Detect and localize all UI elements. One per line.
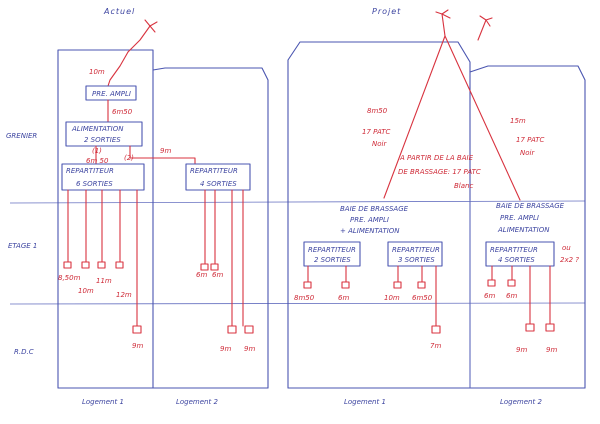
dropB-label-b: 6m50 [412, 294, 433, 302]
splitterC-line1: REPARTITEUR [490, 246, 538, 254]
left-cable-color: Noir [372, 140, 387, 148]
dropA-label-a: 8m50 [294, 294, 315, 302]
splitter1-label-line1: REPARTITEUR [66, 167, 114, 175]
left-cable-len: 8m50 [367, 107, 388, 115]
antenna-icon-project-right [477, 15, 493, 41]
splitterC-box [485, 241, 555, 267]
feed-mark-1: (1) [92, 147, 102, 155]
floor-line-2 [9, 302, 586, 305]
heading-actual: Actuel [103, 7, 135, 16]
ground1-label: 9m [132, 342, 143, 350]
splitterB-line1: REPARTITEUR [392, 246, 440, 254]
antenna-icon-project-left [435, 9, 451, 37]
center-note-line1: A PARTIR DE LA BAIE [399, 154, 474, 162]
question-line2: 2x2 ? [560, 256, 579, 264]
actual-building [57, 49, 269, 389]
cable-antenna [107, 51, 129, 87]
dropC-label-b: 6m [506, 292, 517, 300]
housing-actual-2: Logement 2 [176, 398, 218, 406]
center-note-line2: DE BRASSAGE: 17 PATC [398, 168, 481, 176]
project-right-outline [469, 65, 586, 389]
floor-label-attic: GRENIER [6, 132, 37, 140]
cable-preampli-label: 6m50 [112, 108, 133, 116]
splitterA-line1: REPARTITEUR [308, 246, 356, 254]
center-note-line3: Blanc [454, 182, 473, 190]
splitterA-box [303, 241, 361, 267]
cable-feed-label: 6m 50 [86, 157, 109, 165]
preampli-box-actual [85, 85, 137, 101]
heading-project: Projet [372, 7, 401, 16]
dropB-label-a: 10m [384, 294, 400, 302]
bay2-line3: ALIMENTATION [497, 226, 550, 234]
groundC-label-b: 9m [546, 346, 557, 354]
dropA-label-b: 6m [338, 294, 349, 302]
ground2a-label: 9m [220, 345, 231, 353]
building-left-outline [57, 49, 154, 389]
cable-antenna-label: 10m [89, 68, 105, 76]
housing-project-2: Logement 2 [500, 398, 542, 406]
feed-box-actual [65, 121, 143, 147]
preampli-label-actual: PRE. AMPLI [92, 90, 131, 98]
bay1-line2: PRE. AMPLI [350, 216, 389, 224]
project-main-cables [383, 35, 521, 201]
drop2-label-a: 6m [196, 271, 207, 279]
bay2-line2: PRE. AMPLI [500, 214, 539, 222]
splitter1-label-line2: 6 SORTIES [76, 180, 113, 188]
feed-mark-2: (2) [124, 154, 134, 162]
housing-actual-1: Logement 1 [82, 398, 124, 406]
groundC-label-a: 9m [516, 346, 527, 354]
right-cable-color: Noir [520, 149, 535, 157]
right-cable-type: 17 PATC [516, 136, 545, 144]
splitterB-line2: 3 SORTIES [398, 256, 435, 264]
floor-label-floor1: ETAGE 1 [8, 242, 37, 250]
bay1-line3: + ALIMENTATION [340, 227, 400, 235]
splitterB-box [387, 241, 443, 267]
splitterC-line2: 4 SORTIES [498, 256, 535, 264]
splitter2-label-line2: 4 SORTIES [200, 180, 237, 188]
drop1-label-a: 8,50m [58, 274, 81, 282]
drop1-label-d: 12m [116, 291, 132, 299]
cable-to-splitter2 [129, 145, 196, 165]
drop1-label-b: 10m [78, 287, 94, 295]
project-building [287, 41, 586, 389]
floor-line-1 [9, 200, 586, 204]
splitterA-line2: 2 SORTIES [314, 256, 351, 264]
splitter1-box-actual [61, 163, 145, 191]
project-left-outline [287, 41, 471, 389]
splitter2-box-actual [185, 163, 251, 191]
antenna-icon-actual [127, 19, 158, 53]
right-cable-len: 15m [510, 117, 526, 125]
building-right-outline [152, 67, 269, 389]
bay2-line1: BAIE DE BRASSAGE [496, 202, 565, 210]
left-cable-type: 17 PATC [362, 128, 391, 136]
dropC-label-a: 6m [484, 292, 495, 300]
cable-split2-label: 9m [160, 147, 171, 155]
groundB-label: 7m [430, 342, 441, 350]
splitter1-drops [63, 189, 142, 334]
splitter2-label-line1: REPARTITEUR [190, 167, 238, 175]
feed-label-line1: ALIMENTATION [71, 125, 124, 133]
question-line1: ou [562, 244, 571, 252]
feed-label-line2: 2 SORTIES [84, 136, 121, 144]
bay1-line1: BAIE DE BRASSAGE [340, 205, 409, 213]
splitter2-drops [200, 189, 254, 334]
floor-label-ground: R.D.C [14, 348, 34, 356]
drop2-label-b: 6m [212, 271, 223, 279]
project-drops [303, 265, 555, 334]
housing-project-1: Logement 1 [344, 398, 386, 406]
ground2b-label: 9m [244, 345, 255, 353]
drop1-label-c: 11m [96, 277, 112, 285]
